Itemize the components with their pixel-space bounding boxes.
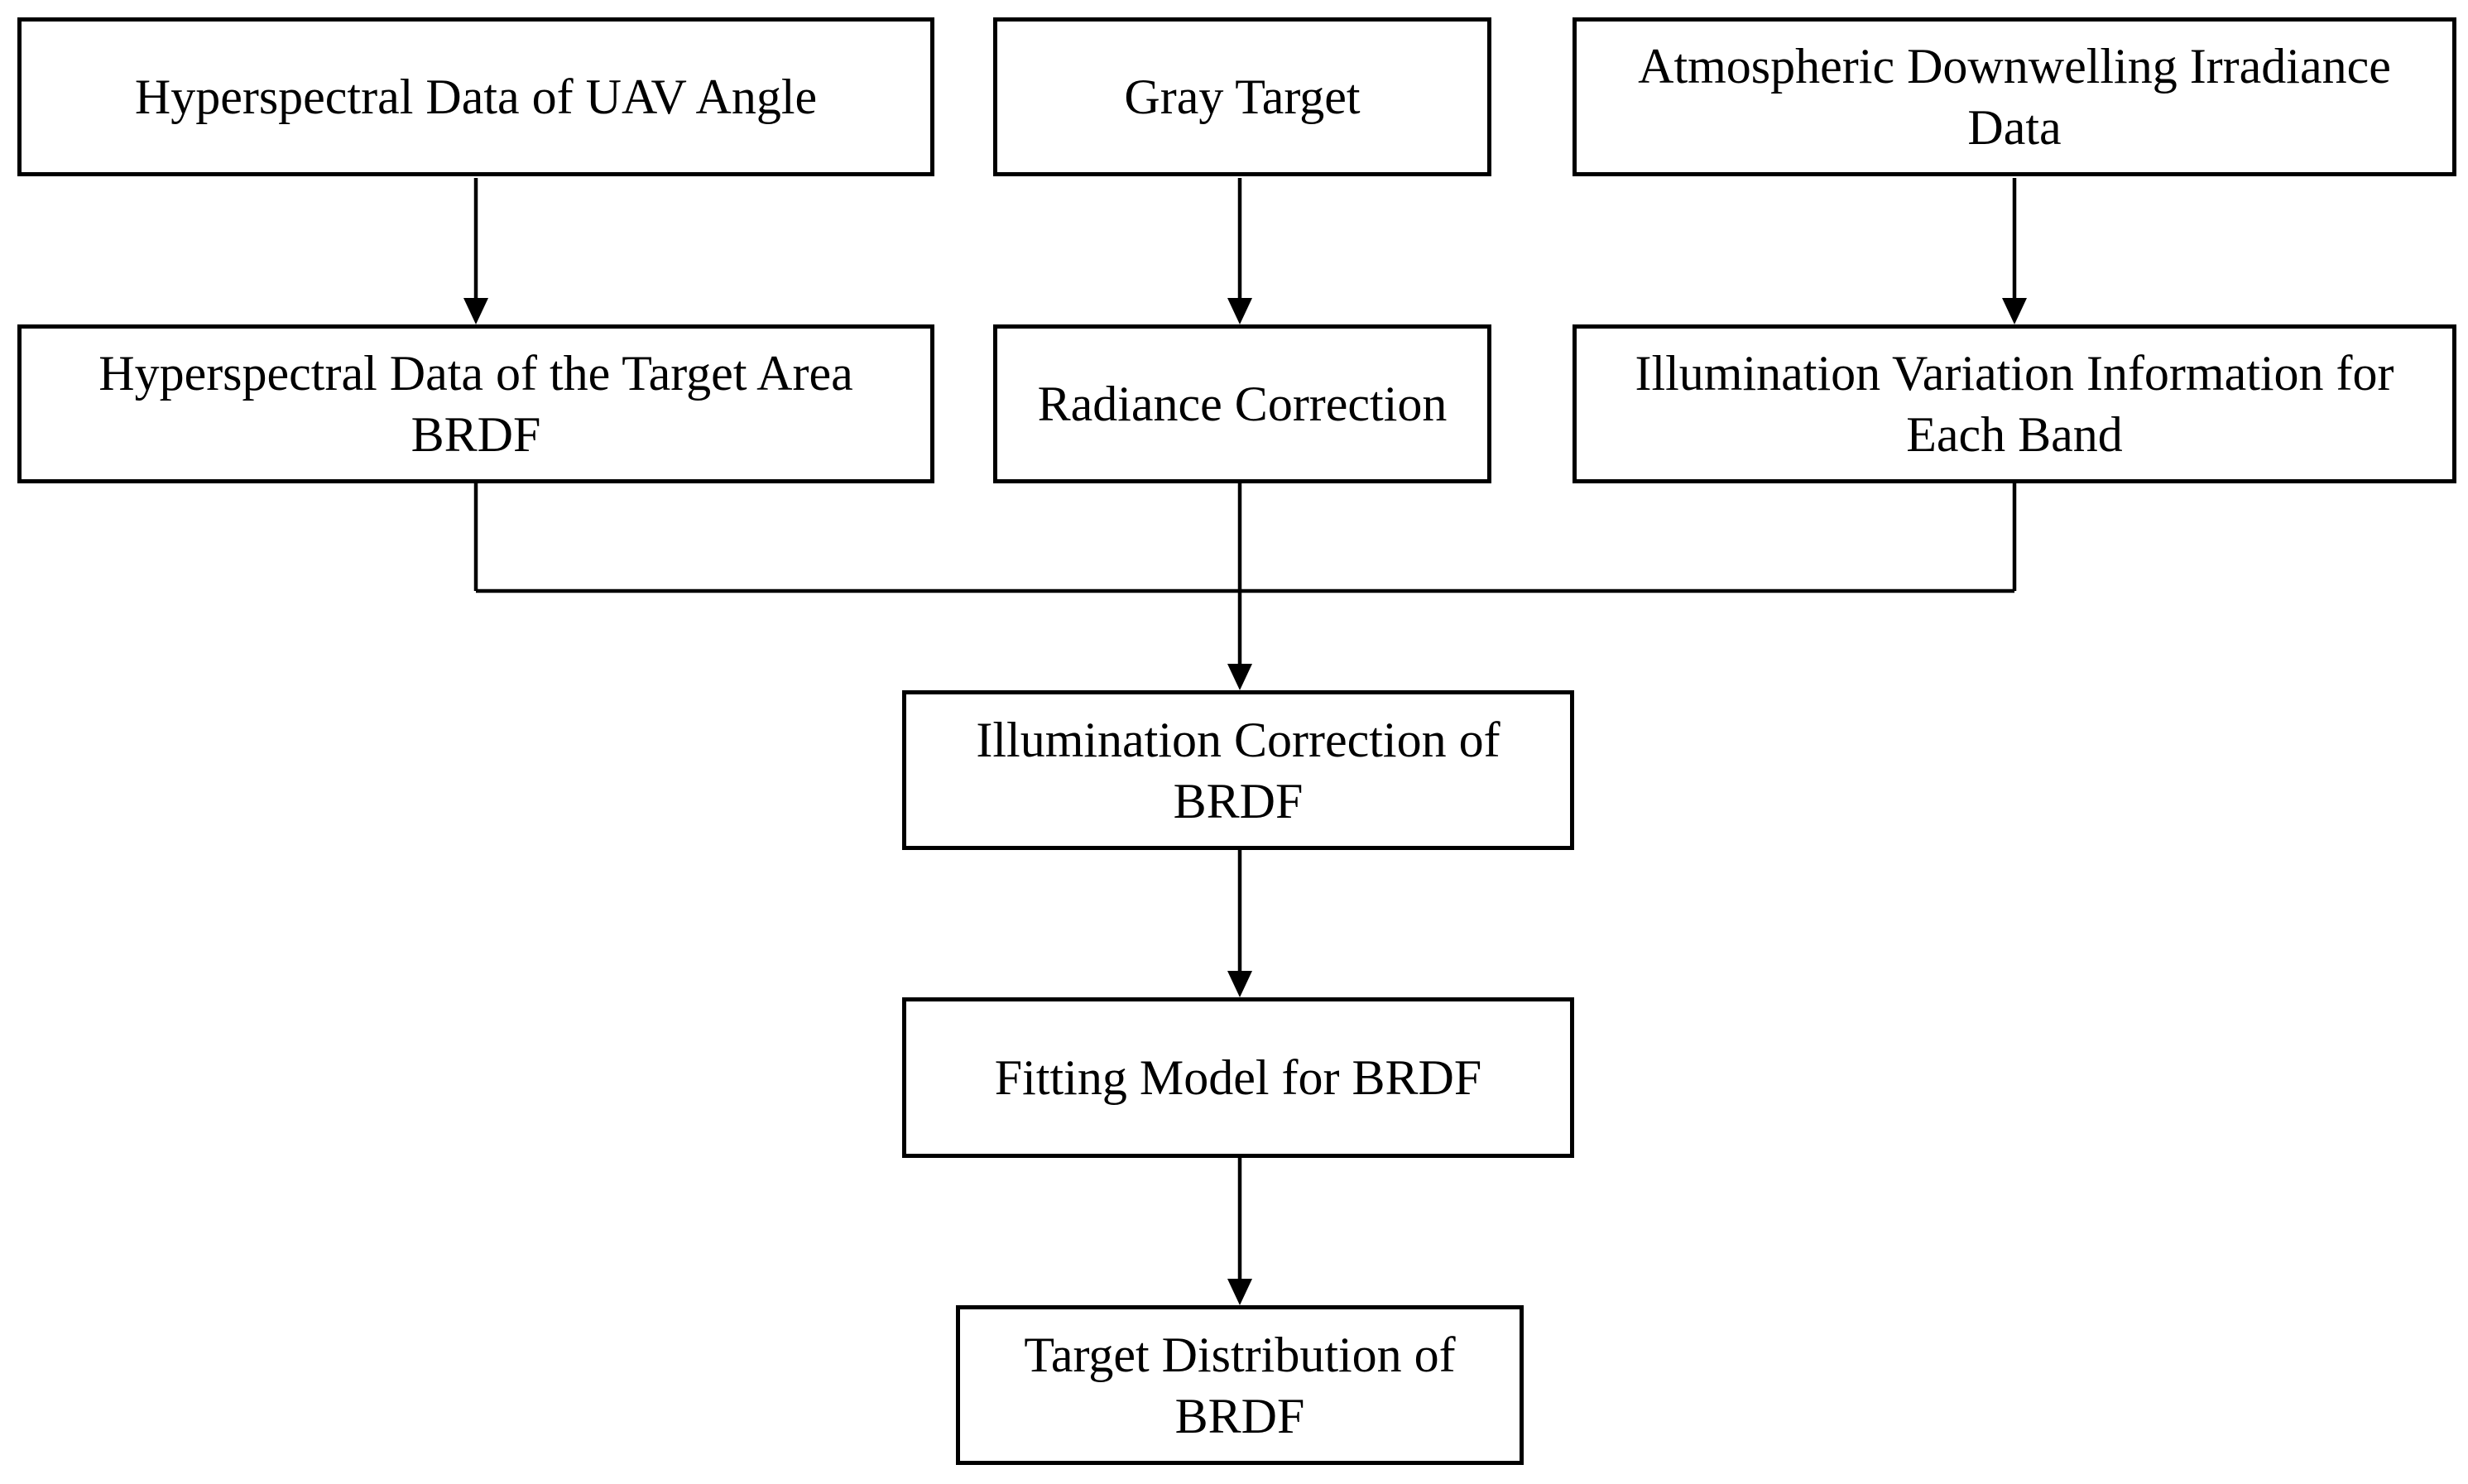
- arrowhead-icon: [2002, 298, 2027, 324]
- node-radiance-correction: Radiance Correction: [993, 324, 1491, 483]
- arrowhead-icon: [1227, 298, 1252, 324]
- arrowhead-icon: [463, 298, 488, 324]
- arrowhead-icon: [1227, 971, 1252, 997]
- edge-merge-junction: [473, 483, 2017, 593]
- node-label: BRDF: [411, 407, 541, 462]
- edge-merge-to-illumcorr: [1227, 483, 1252, 690]
- edge-fitting-to-targetdist: [1227, 1158, 1252, 1305]
- node-label: Illumination Correction of: [976, 712, 1500, 767]
- node-illumination-correction-brdf: Illumination Correction of BRDF: [902, 690, 1574, 850]
- node-label: Data: [1967, 100, 2062, 155]
- node-fitting-model-brdf: Fitting Model for BRDF: [902, 997, 1574, 1158]
- arrowhead-icon: [1227, 1279, 1252, 1305]
- node-label: Target Distribution of: [1024, 1327, 1456, 1382]
- node-hyperspectral-target-area-brdf: Hyperspectral Data of the Target Area BR…: [17, 324, 934, 483]
- edge-gray-to-radiance: [1227, 178, 1252, 324]
- node-label: Gray Target: [1124, 70, 1361, 124]
- node-label: Hyperspectral Data of UAV Angle: [134, 70, 818, 124]
- node-atmospheric-downwelling-irradiance: Atmospheric Downwelling Irradiance Data: [1573, 17, 2456, 176]
- node-label: Each Band: [1906, 407, 2123, 462]
- node-illumination-variation-information: Illumination Variation Information for E…: [1573, 324, 2456, 483]
- node-target-distribution-brdf: Target Distribution of BRDF: [956, 1305, 1524, 1465]
- node-label: BRDF: [1173, 773, 1304, 828]
- node-label: Illumination Variation Information for: [1635, 346, 2394, 401]
- node-hyperspectral-uav-angle: Hyperspectral Data of UAV Angle: [17, 17, 934, 176]
- arrowhead-icon: [1227, 664, 1252, 690]
- node-label: Atmospheric Downwelling Irradiance: [1638, 39, 2391, 94]
- edge-uav-to-target-area: [463, 178, 488, 324]
- node-gray-target: Gray Target: [993, 17, 1491, 176]
- node-label: Radiance Correction: [1037, 377, 1448, 431]
- node-label: BRDF: [1174, 1388, 1305, 1443]
- node-label: Fitting Model for BRDF: [994, 1050, 1482, 1105]
- node-label: Hyperspectral Data of the Target Area: [98, 346, 853, 401]
- edge-atmos-to-illumvar: [2002, 178, 2027, 324]
- edge-illumcorr-to-fitting: [1227, 850, 1252, 997]
